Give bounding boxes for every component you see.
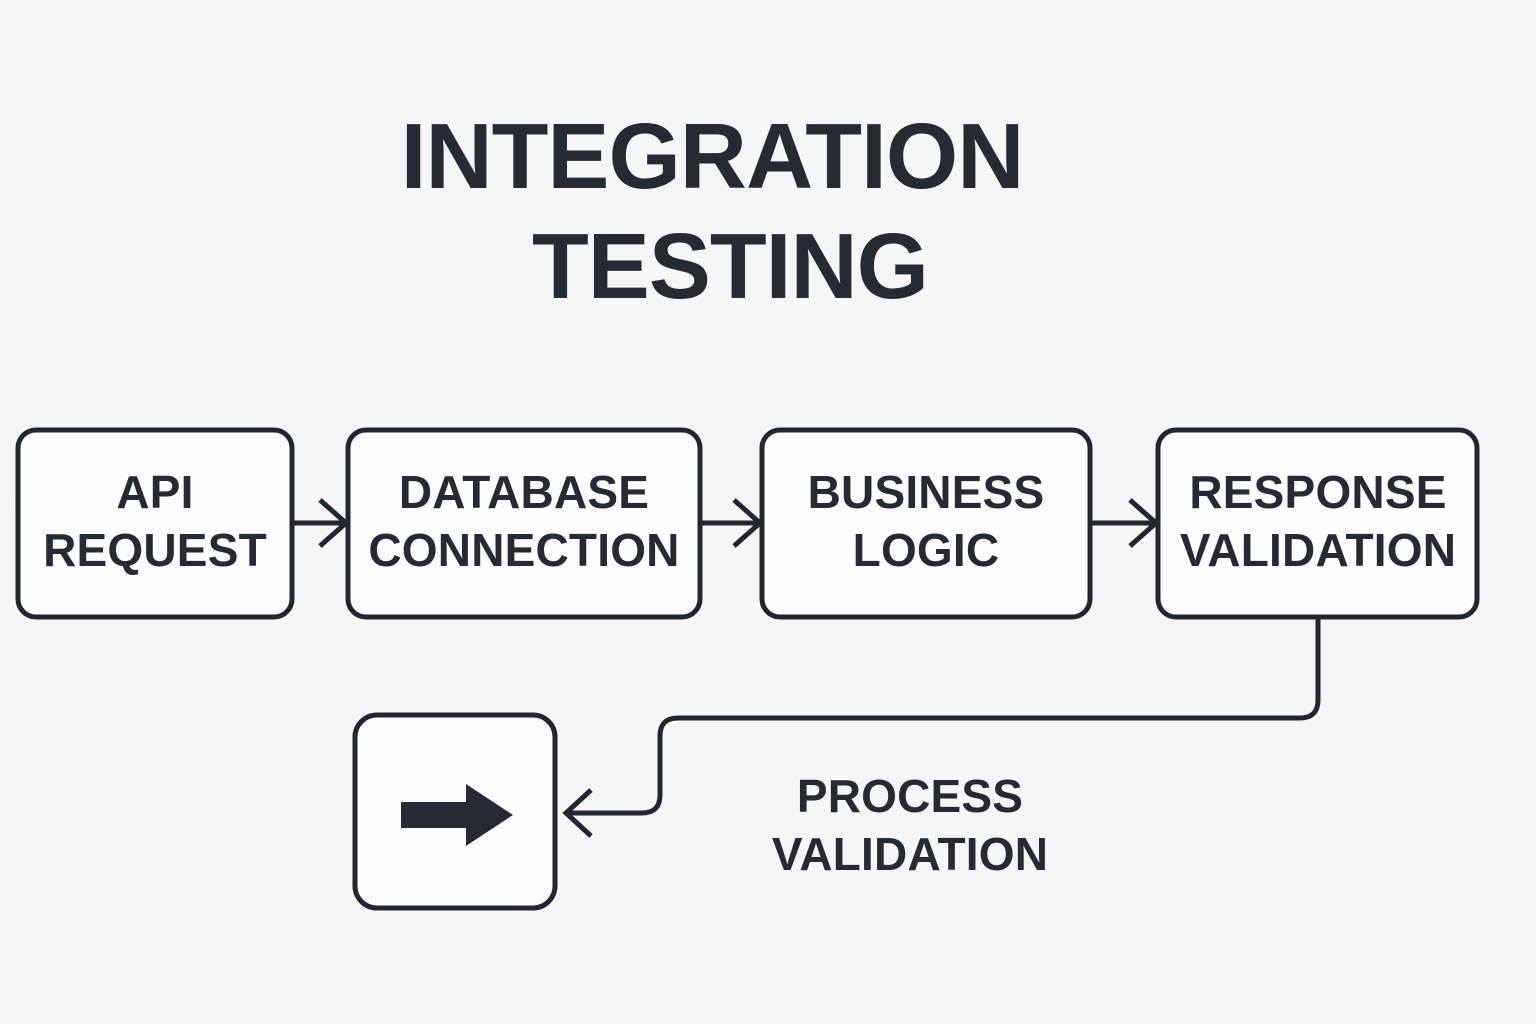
title-line-1: INTEGRATION bbox=[401, 104, 1024, 208]
edge-label-process-validation-line-2: VALIDATION bbox=[772, 828, 1048, 880]
node-api-request-label-line-1: API bbox=[116, 466, 193, 518]
edge-label-process-validation-line-1: PROCESS bbox=[797, 770, 1023, 822]
edge-api-to-database bbox=[292, 498, 350, 548]
node-business-logic[interactable]: BUSINESS LOGIC bbox=[759, 427, 1093, 620]
node-response-validation[interactable]: RESPONSE VALIDATION bbox=[1155, 427, 1480, 620]
node-database-connection[interactable]: DATABASE CONNECTION bbox=[345, 427, 703, 620]
node-process-output[interactable] bbox=[352, 712, 558, 911]
node-response-validation-label-line-1: RESPONSE bbox=[1189, 466, 1446, 518]
page-title: INTEGRATION TESTING bbox=[401, 104, 1025, 318]
edge-database-to-business bbox=[700, 498, 764, 548]
right-arrow-icon bbox=[401, 784, 513, 846]
node-response-validation-label-line-2: VALIDATION bbox=[1180, 524, 1456, 576]
node-api-request[interactable]: API REQUEST bbox=[15, 427, 295, 620]
edge-response-to-output-arrowhead-icon bbox=[562, 788, 593, 838]
edge-response-to-output bbox=[562, 617, 1321, 838]
node-database-connection-label-line-2: CONNECTION bbox=[368, 524, 679, 576]
edge-label-process-validation: PROCESS VALIDATION bbox=[772, 770, 1048, 880]
node-api-request-label-line-2: REQUEST bbox=[43, 524, 267, 576]
node-business-logic-label-line-2: LOGIC bbox=[853, 524, 1000, 576]
edge-response-to-output-line bbox=[566, 617, 1321, 816]
node-business-logic-label-line-1: BUSINESS bbox=[808, 466, 1045, 518]
title-line-2: TESTING bbox=[532, 214, 928, 318]
edge-business-to-response bbox=[1090, 498, 1160, 548]
node-database-connection-label-line-1: DATABASE bbox=[399, 466, 649, 518]
